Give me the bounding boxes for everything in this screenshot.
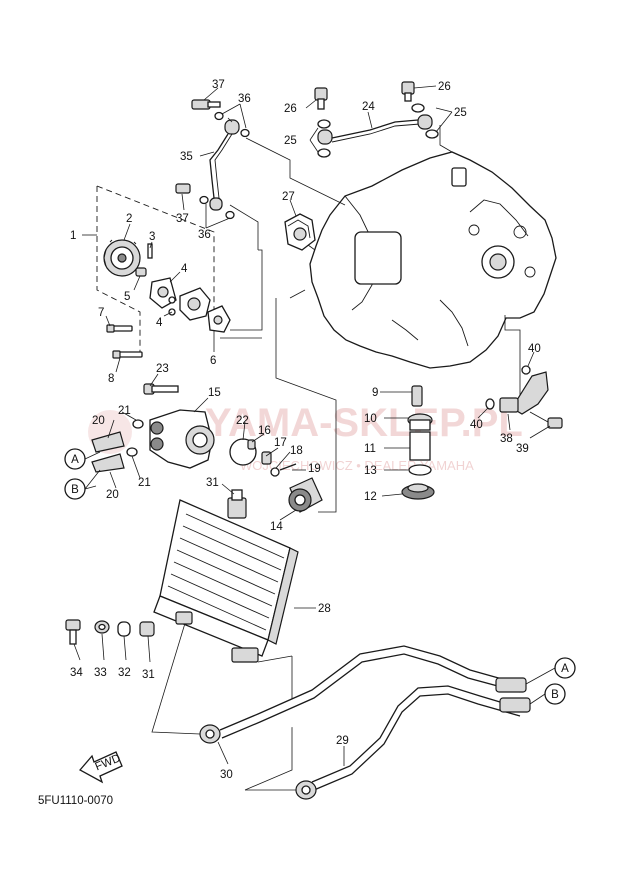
callout-26-right: 26	[438, 81, 451, 93]
callout-3: 3	[149, 231, 155, 243]
callout-36-lower: 36	[198, 229, 211, 241]
callout-16: 16	[258, 425, 271, 437]
callout-25-left: 25	[284, 135, 297, 147]
callout-21-upper: 21	[118, 405, 131, 417]
callout-33: 33	[94, 667, 107, 679]
pump-box-top	[96, 185, 215, 320]
callout-39: 39	[516, 443, 529, 455]
callout-numbers: 1 2 3 4 4 5 6 7 8 9 10 11 13 12 14 15 16…	[70, 79, 541, 781]
oil-filter-14	[288, 477, 323, 513]
callout-32: 32	[118, 667, 131, 679]
callout-20-upper: 20	[92, 415, 105, 427]
callout-17: 17	[274, 437, 287, 449]
callout-1: 1	[70, 230, 76, 242]
oil-pipe-24	[314, 81, 439, 158]
connector-a-right: A	[561, 663, 569, 675]
connector-b-left: B	[71, 484, 79, 496]
connector-b-right: B	[551, 689, 559, 701]
oil-delivery-pipe-35	[175, 99, 250, 220]
callout-19: 19	[308, 463, 321, 475]
callout-38: 38	[500, 433, 513, 445]
callout-28: 28	[318, 603, 331, 615]
callout-24: 24	[362, 101, 375, 113]
oil-filter-housing	[91, 383, 297, 477]
assembly-lines	[151, 125, 521, 791]
callout-35: 35	[180, 151, 193, 163]
callout-25-right: 25	[454, 107, 467, 119]
callout-18: 18	[290, 445, 303, 457]
connector-a-left: A	[71, 454, 79, 466]
callout-20-lower: 20	[106, 489, 119, 501]
oil-hoses	[199, 645, 531, 800]
callout-6: 6	[210, 355, 216, 367]
callout-leaders	[73, 85, 551, 766]
pump-box-left	[96, 186, 141, 352]
callout-8: 8	[108, 373, 114, 385]
callout-31-upper: 31	[206, 477, 219, 489]
callout-26-left: 26	[284, 103, 297, 115]
callout-11: 11	[364, 443, 376, 455]
callout-14: 14	[270, 521, 283, 533]
callout-7: 7	[98, 307, 104, 319]
callout-22: 22	[236, 415, 249, 427]
callout-5: 5	[124, 291, 130, 303]
crankcase	[309, 151, 557, 369]
callout-40-lower: 40	[470, 419, 483, 431]
callout-4-lower: 4	[156, 317, 163, 329]
forward-direction-arrow: FWD	[78, 751, 123, 784]
callout-21-lower: 21	[138, 477, 151, 489]
connector-markers: A B A B	[64, 448, 576, 705]
callout-10: 10	[364, 413, 377, 425]
diagram-reference-code: 5FU1110-0070	[38, 795, 113, 807]
part-27	[284, 213, 316, 251]
oil-pump-assembly	[103, 239, 231, 359]
callout-27: 27	[282, 191, 295, 203]
bolt-set-31-34	[65, 619, 155, 645]
callout-15: 15	[208, 387, 221, 399]
callout-37-lower: 37	[176, 213, 189, 225]
hose-fitting-group	[485, 365, 563, 429]
callout-9: 9	[372, 387, 378, 399]
oil-cooler-28	[153, 489, 299, 663]
callout-34: 34	[70, 667, 83, 679]
callout-12: 13	[364, 465, 377, 477]
callout-4-upper: 4	[181, 263, 188, 275]
callout-31-lower: 31	[142, 669, 155, 681]
callout-29: 29	[336, 735, 349, 747]
callout-13: 12	[364, 491, 377, 503]
callout-40-upper: 40	[528, 343, 541, 355]
callout-37-upper: 37	[212, 79, 225, 91]
callout-23: 23	[156, 363, 169, 375]
callout-2: 2	[126, 213, 132, 225]
callout-30: 30	[220, 769, 233, 781]
callout-36-upper: 36	[238, 93, 251, 105]
drain-plug-group	[401, 385, 435, 500]
